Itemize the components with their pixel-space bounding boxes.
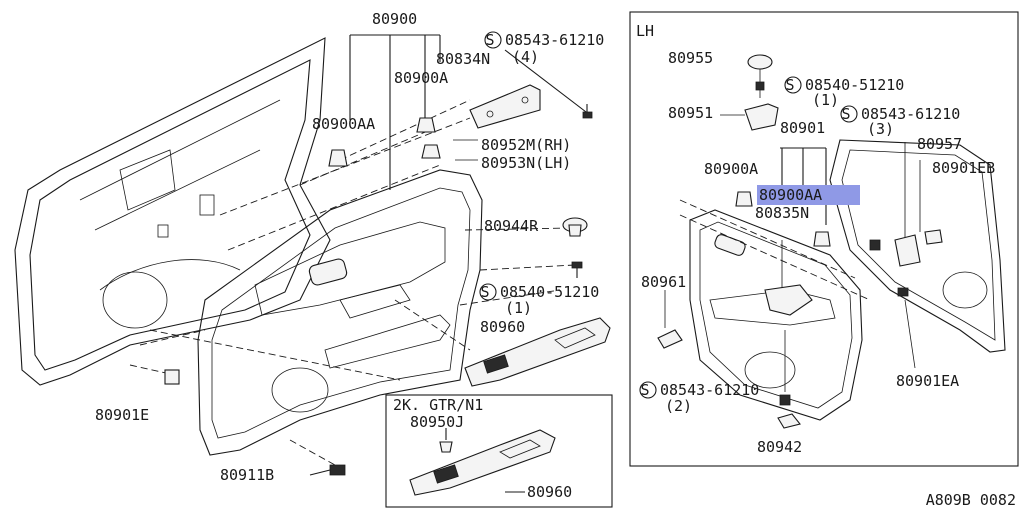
- label-qty-4: (4): [512, 48, 539, 66]
- label-2k-gtr-n1: 2K. GTR/N1: [393, 396, 483, 414]
- label-80961: 80961: [641, 273, 686, 291]
- label-80901e: 80901E: [95, 406, 149, 424]
- label-80960-gtr: 80960: [527, 483, 572, 501]
- label-lh-08540-51210: 08540-51210: [805, 76, 904, 94]
- standard-part-symbols: [479, 31, 858, 399]
- window-handle-recess: [308, 258, 348, 286]
- bracket-80957-icon: [894, 234, 921, 267]
- label-lh-08543-61210: 08543-61210: [861, 105, 960, 123]
- figure-code: A809B 0082: [926, 491, 1016, 509]
- label-80950j: 80950J: [410, 413, 464, 431]
- label-80960: 80960: [480, 318, 525, 336]
- svg-text:S: S: [640, 381, 649, 399]
- switch-bezel-gtr-icon: [409, 428, 556, 496]
- clip-80901e-icon: [164, 369, 180, 385]
- main-label-layer: 80900 80834N 80900A 80900AA S 08543-6121…: [95, 10, 604, 501]
- door-inner-panel: [14, 37, 331, 386]
- label-08540-51210: 08540-51210: [500, 283, 599, 301]
- door-trim-panel: [197, 169, 483, 456]
- highlight-80900aa: [757, 185, 860, 205]
- svg-text:S: S: [785, 76, 794, 94]
- label-80952m-rh: 80952M(RH): [481, 136, 571, 154]
- label-80942: 80942: [757, 438, 802, 456]
- label-80835n: 80835N: [755, 204, 809, 222]
- label-qty-1: (1): [505, 299, 532, 317]
- svg-text:S: S: [841, 105, 850, 123]
- label-80951: 80951: [668, 104, 713, 122]
- label-80955: 80955: [668, 49, 713, 67]
- label-lh-qty-3: (3): [867, 120, 894, 138]
- svg-text:S: S: [485, 31, 494, 49]
- lh-parts: [657, 54, 943, 429]
- label-80957: 80957: [917, 135, 962, 153]
- label-lh-qty-2: (2): [665, 397, 692, 415]
- lh-box: [629, 11, 1019, 467]
- label-lh-80900aa: 80900AA: [759, 186, 822, 204]
- cup-80951-icon: [744, 103, 779, 131]
- svg-text:S: S: [480, 283, 489, 301]
- label-08543-61210: 08543-61210: [505, 31, 604, 49]
- clip-80900a-icon: [328, 117, 441, 167]
- label-lh-08543-61210-b: 08543-61210: [660, 381, 759, 399]
- label-80834n: 80834N: [436, 50, 490, 68]
- gtr-n1-subbox: [385, 394, 613, 508]
- lh-label-layer: LH 80955 S 08540-51210 (1) 80951 S 08543…: [636, 22, 995, 456]
- clip-80911b-icon: [309, 464, 346, 476]
- grommet-80944r-icon: [562, 217, 588, 237]
- label-80900: 80900: [372, 10, 417, 28]
- screw-icon: [571, 261, 583, 278]
- label-lh-qty-1: (1): [812, 91, 839, 109]
- label-80901: 80901: [780, 119, 825, 137]
- label-80911b: 80911B: [220, 466, 274, 484]
- cap-80955-icon: [747, 54, 773, 70]
- pad-80961-icon: [657, 329, 683, 349]
- switch-bezel-80960-icon: [464, 317, 611, 387]
- label-80944r: 80944R: [484, 217, 539, 235]
- screw-icon: [582, 104, 593, 119]
- label-80953n-lh: 80953N(LH): [481, 154, 571, 172]
- lh-box-title: LH: [636, 22, 654, 40]
- clip-80942-icon: [777, 413, 801, 429]
- bracket-80952m-icon: [469, 84, 541, 129]
- label-80900aa: 80900AA: [312, 115, 375, 133]
- lh-trim-panel: [689, 209, 863, 421]
- lh-door-panel: [829, 139, 1006, 353]
- label-80901ea: 80901EA: [896, 372, 959, 390]
- label-80901eb: 80901EB: [932, 159, 995, 177]
- label-80900a: 80900A: [394, 69, 448, 87]
- label-lh-80900a: 80900A: [704, 160, 758, 178]
- bracket-80901-icon: [764, 284, 813, 316]
